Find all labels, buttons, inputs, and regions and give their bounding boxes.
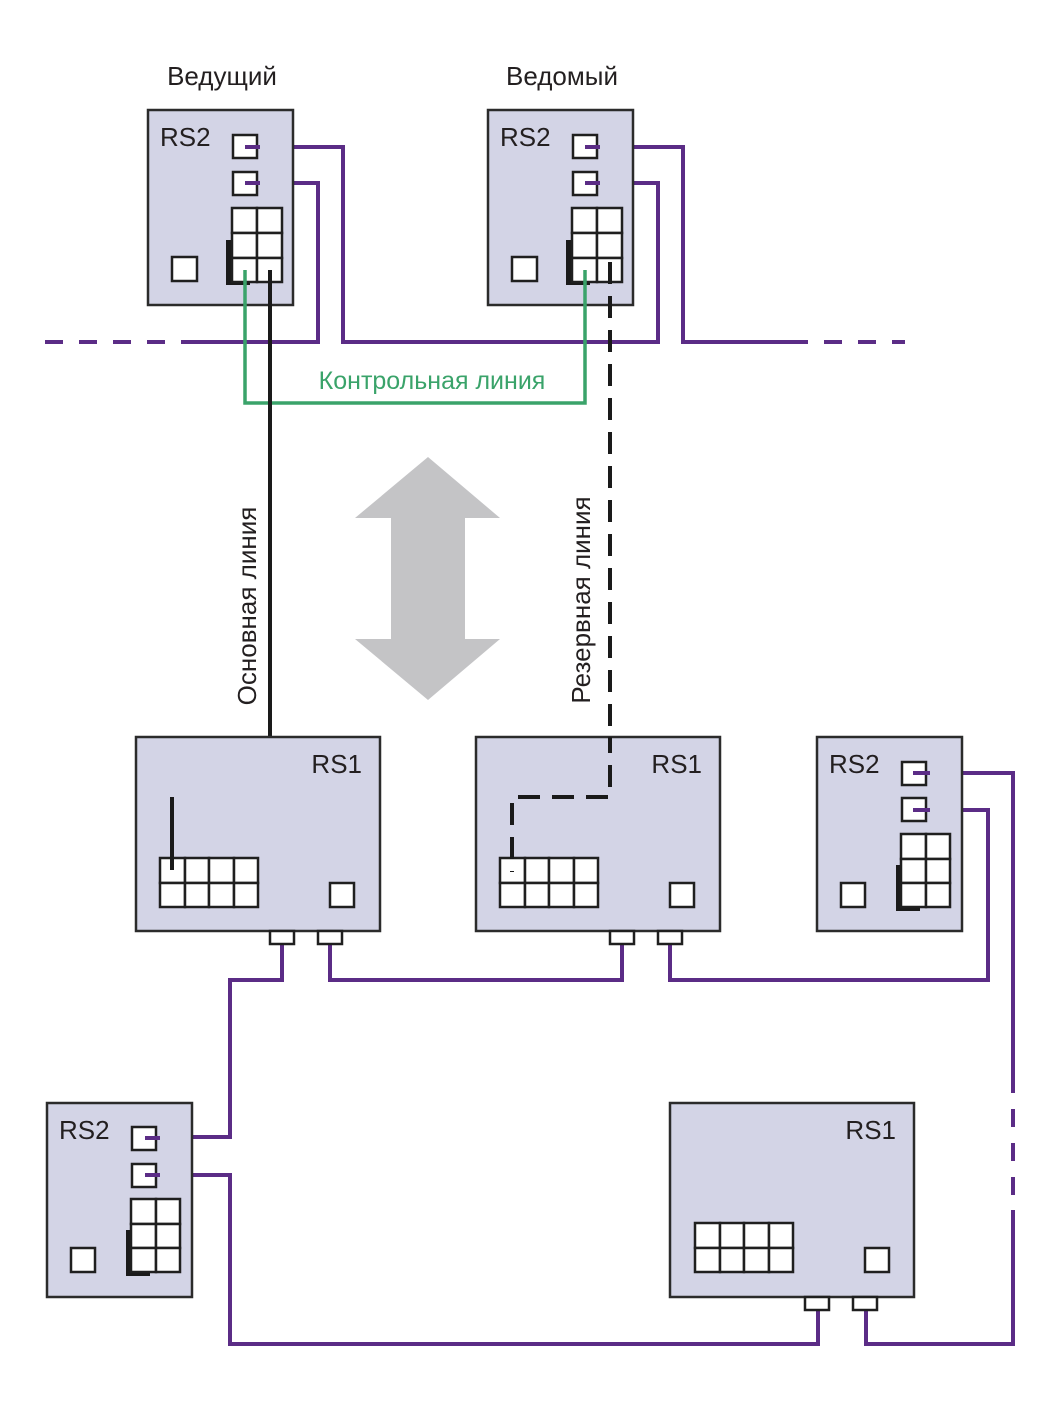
- device-rs1-bottom-right[interactable]: RS1: [668, 1101, 916, 1312]
- main-line-label: Основная линия: [232, 507, 262, 706]
- device-label: RS1: [311, 749, 362, 779]
- indicator-square: [863, 1246, 891, 1274]
- reserve-line-inside: [510, 737, 612, 872]
- port-wire-stubs: [245, 145, 600, 185]
- device-rs1-left[interactable]: RS1: [134, 735, 382, 946]
- port-1[interactable]: [803, 1295, 831, 1312]
- control-line: [243, 270, 587, 405]
- master-label: Ведущий: [167, 61, 277, 91]
- module-grid: [230, 206, 284, 284]
- device-label: RS1: [845, 1115, 896, 1145]
- port-wire-stubs: [145, 1136, 160, 1177]
- device-label: RS2: [500, 122, 551, 152]
- port-2[interactable]: [316, 929, 344, 946]
- port-2[interactable]: [656, 929, 684, 946]
- indicator-square: [69, 1246, 97, 1274]
- slave-label: Ведомый: [506, 61, 618, 91]
- device-rs2-right[interactable]: RS2: [815, 735, 964, 933]
- module-grid: [570, 206, 624, 284]
- indicator-square: [510, 255, 539, 283]
- device-label: RS2: [160, 122, 211, 152]
- indicator-square: [170, 255, 199, 283]
- indicator-square: [839, 881, 867, 909]
- device-label: RS1: [651, 749, 702, 779]
- port-wire-stubs: [913, 771, 930, 812]
- module-grid: [693, 1221, 795, 1274]
- port-1[interactable]: [268, 929, 296, 946]
- double-arrow-icon: [355, 457, 500, 700]
- bus-master-port1-to-slave-port2: [245, 145, 660, 344]
- device-rs2-bottom-left[interactable]: RS2: [45, 1101, 194, 1299]
- bus-to-rs1bottomright-port2: [864, 1210, 1015, 1346]
- port-2[interactable]: [851, 1295, 879, 1312]
- module-grid: [129, 1197, 182, 1274]
- module-grid: [899, 832, 952, 909]
- bus-rs2bottomleft-to-rs1bottomright: [145, 1173, 820, 1346]
- device-label: RS2: [59, 1115, 110, 1145]
- indicator-square: [668, 881, 696, 909]
- control-line-label: Контрольная линия: [319, 367, 546, 395]
- indicator-square: [328, 881, 356, 909]
- bus-rs1left-to-rs1center: [328, 940, 624, 982]
- bus-rs1left-to-rs2bottomleft: [145, 940, 284, 1139]
- device-rs1-center[interactable]: RS1: [474, 735, 722, 946]
- port-1[interactable]: [608, 929, 636, 946]
- reserve-line-label: Резервная линия: [566, 496, 596, 703]
- device-label: RS2: [829, 749, 880, 779]
- module-grid: [158, 856, 260, 909]
- module-grid: [498, 856, 600, 909]
